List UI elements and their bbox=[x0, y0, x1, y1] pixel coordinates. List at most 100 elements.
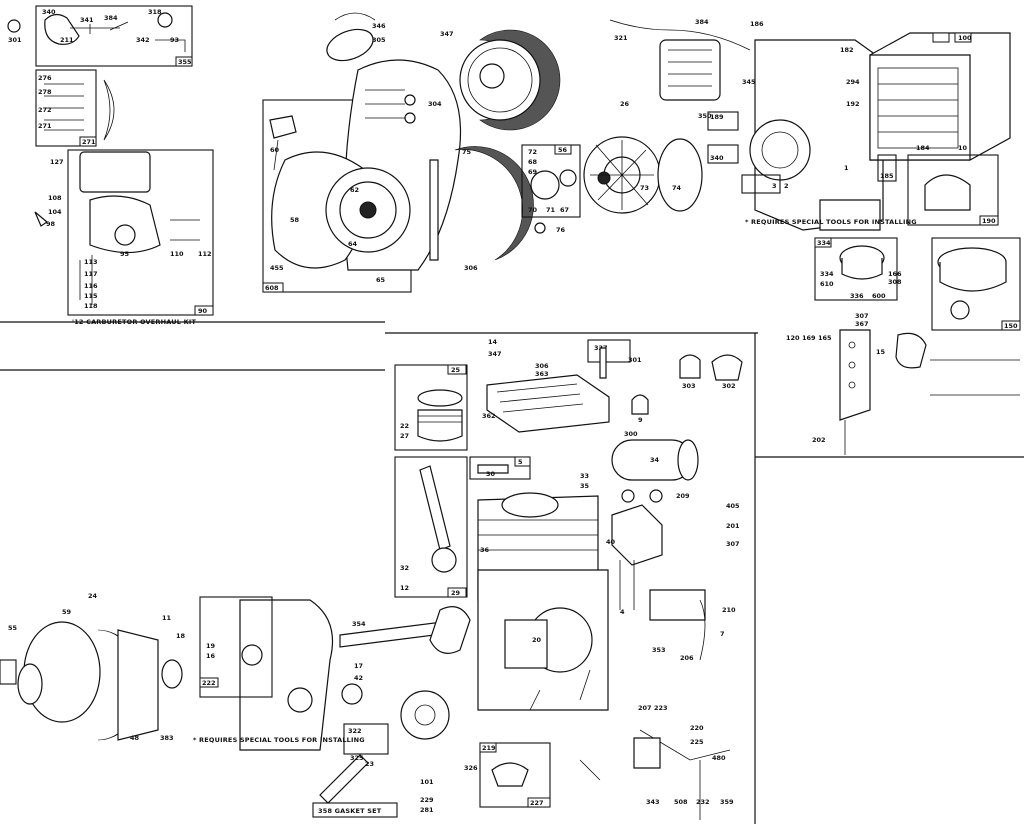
callout: 42 bbox=[354, 674, 363, 682]
callout: 7 bbox=[720, 630, 725, 638]
callout: 363 bbox=[535, 370, 549, 378]
callout: 71 bbox=[546, 206, 556, 214]
callout: 16 bbox=[206, 652, 216, 660]
engine-block-group bbox=[477, 374, 610, 711]
callout: 98 bbox=[46, 220, 56, 228]
callout: 223 bbox=[654, 704, 668, 712]
callout: 73 bbox=[640, 184, 649, 192]
callout: 59 bbox=[62, 608, 72, 616]
callout: 340 bbox=[42, 8, 56, 16]
callout: 220 bbox=[690, 724, 704, 732]
crankshaft-group bbox=[339, 606, 471, 740]
callout: 354 bbox=[352, 620, 366, 628]
callout: 346 bbox=[372, 22, 386, 30]
callout: 23 bbox=[365, 760, 374, 768]
box-tag: 25 bbox=[451, 366, 461, 374]
callout: 120 bbox=[786, 334, 800, 342]
box-tag: 56 bbox=[558, 146, 568, 154]
callout: 75 bbox=[462, 148, 472, 156]
callout: 108 bbox=[48, 194, 62, 202]
callout: 347 bbox=[488, 350, 502, 358]
callout: 271 bbox=[38, 122, 52, 130]
alternator-group bbox=[0, 621, 183, 741]
callout: 306 bbox=[464, 264, 478, 272]
carb-bottom-box bbox=[67, 149, 214, 316]
callout: 169 bbox=[802, 334, 816, 342]
callout: 455 bbox=[270, 264, 284, 272]
callout: 359 bbox=[720, 798, 734, 806]
callout: 58 bbox=[290, 216, 300, 224]
special-tools-note-1: * REQUIRES SPECIAL TOOLS FOR INSTALLING bbox=[745, 218, 917, 226]
callout: 116 bbox=[84, 282, 98, 290]
callout: 353 bbox=[652, 646, 666, 654]
callout: 104 bbox=[48, 208, 62, 216]
callout: 26 bbox=[620, 100, 630, 108]
callout: 93 bbox=[170, 36, 179, 44]
callout: 4 bbox=[620, 608, 625, 616]
control-bracket-group bbox=[839, 329, 1020, 455]
special-tools-note-2: * REQUIRES SPECIAL TOOLS FOR INSTALLING bbox=[193, 736, 365, 744]
callout: 321 bbox=[614, 34, 628, 42]
callout: 1 bbox=[844, 164, 849, 172]
callout: 405 bbox=[726, 502, 740, 510]
callout: 225 bbox=[690, 738, 704, 746]
callout: 33 bbox=[580, 472, 589, 480]
callout: 306 bbox=[535, 362, 549, 370]
box-tag: 150 bbox=[1004, 322, 1018, 330]
plug-muffler-group: 337 bbox=[587, 339, 743, 481]
callout: 34 bbox=[650, 456, 660, 464]
callout: 384 bbox=[695, 18, 709, 26]
callout: 112 bbox=[198, 250, 212, 258]
callout: 229 bbox=[420, 796, 434, 804]
callout: 30 bbox=[486, 470, 496, 478]
callout: 60 bbox=[270, 146, 280, 154]
callout: 210 bbox=[722, 606, 736, 614]
callout: 300 bbox=[624, 430, 638, 438]
callout: 318 bbox=[148, 8, 162, 16]
callout: 347 bbox=[440, 30, 454, 38]
callout: 294 bbox=[846, 78, 860, 86]
callout: 384 bbox=[104, 14, 118, 22]
callout: 326 bbox=[464, 764, 478, 772]
callout: 307 bbox=[855, 312, 869, 320]
magneto-group: 189 340 bbox=[609, 19, 751, 164]
callout: 32 bbox=[400, 564, 409, 572]
callout: 343 bbox=[646, 798, 660, 806]
callout: 165 bbox=[818, 334, 832, 342]
flywheel-kit-group: 56 bbox=[521, 136, 703, 234]
breather-group bbox=[611, 489, 706, 661]
callout: 325 bbox=[350, 754, 364, 762]
callout: 2 bbox=[784, 182, 789, 190]
callout: 118 bbox=[84, 302, 98, 310]
callout: 95 bbox=[120, 250, 130, 258]
callout: 36 bbox=[480, 546, 490, 554]
callout: 166 bbox=[888, 270, 902, 278]
callout: 600 bbox=[872, 292, 886, 300]
callout: 17 bbox=[354, 662, 363, 670]
callout: 14 bbox=[488, 338, 498, 346]
piston-group: 25 29 5 bbox=[394, 364, 531, 598]
box-tag: 185 bbox=[880, 172, 894, 180]
callout: 232 bbox=[696, 798, 710, 806]
callout: 69 bbox=[528, 168, 538, 176]
callout: 101 bbox=[420, 778, 434, 786]
callout: 307 bbox=[726, 540, 740, 548]
callout: 304 bbox=[428, 100, 442, 108]
callout: 303 bbox=[682, 382, 696, 390]
callout: 9 bbox=[638, 416, 643, 424]
callout: 65 bbox=[376, 276, 386, 284]
box-tag: 608 bbox=[265, 284, 279, 292]
governor-linkage-group: 219 227 bbox=[479, 729, 731, 820]
callout: 27 bbox=[400, 432, 409, 440]
callout: 334 bbox=[820, 270, 834, 278]
callout: 182 bbox=[840, 46, 854, 54]
callout: 3 bbox=[772, 182, 777, 190]
box-tag: 340 bbox=[710, 154, 724, 162]
box-tag: 271 bbox=[82, 138, 96, 146]
callout: 202 bbox=[812, 436, 826, 444]
air-cleaner-group: 100 bbox=[869, 32, 1011, 161]
callout: 115 bbox=[84, 292, 98, 300]
callout: 24 bbox=[88, 592, 98, 600]
callout: 22 bbox=[400, 422, 409, 430]
